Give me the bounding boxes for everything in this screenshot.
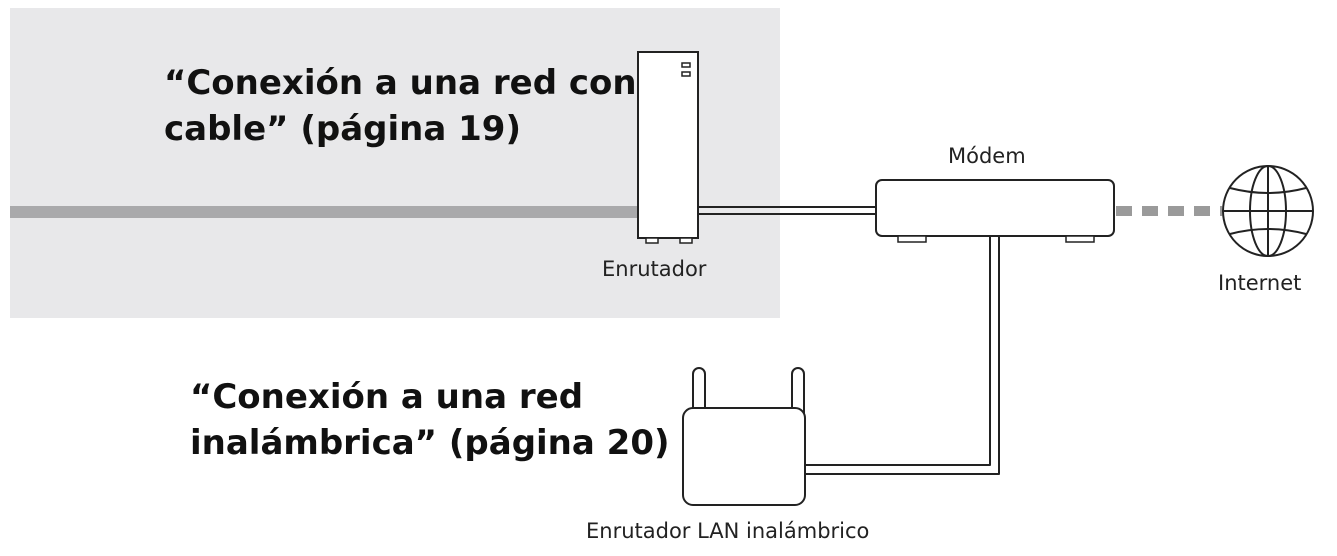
wireless-heading-line1: “Conexión a una red — [190, 377, 584, 417]
wired-heading-line1: “Conexión a una red con — [164, 63, 637, 103]
wired-heading-line2: cable” (página 19) — [164, 109, 521, 149]
tower-router-icon — [637, 51, 699, 244]
wireless-router-icon — [682, 367, 806, 506]
wireless-heading-line2: inalámbrica” (página 20) — [190, 423, 670, 463]
router-modem-cable — [698, 206, 876, 215]
wireless-router-label: Enrutador LAN inalámbrico — [586, 519, 870, 543]
router-label: Enrutador — [602, 257, 707, 281]
modem-wireless-cable — [800, 236, 1000, 475]
wired-connection-heading: “Conexión a una red con cable” (página 1… — [164, 60, 637, 152]
wired-path-band — [10, 206, 642, 218]
modem-icon — [875, 179, 1115, 243]
internet-label: Internet — [1218, 271, 1302, 295]
modem-label: Módem — [948, 144, 1026, 168]
wireless-connection-heading: “Conexión a una red inalámbrica” (página… — [190, 374, 670, 466]
globe-icon — [1222, 165, 1314, 257]
